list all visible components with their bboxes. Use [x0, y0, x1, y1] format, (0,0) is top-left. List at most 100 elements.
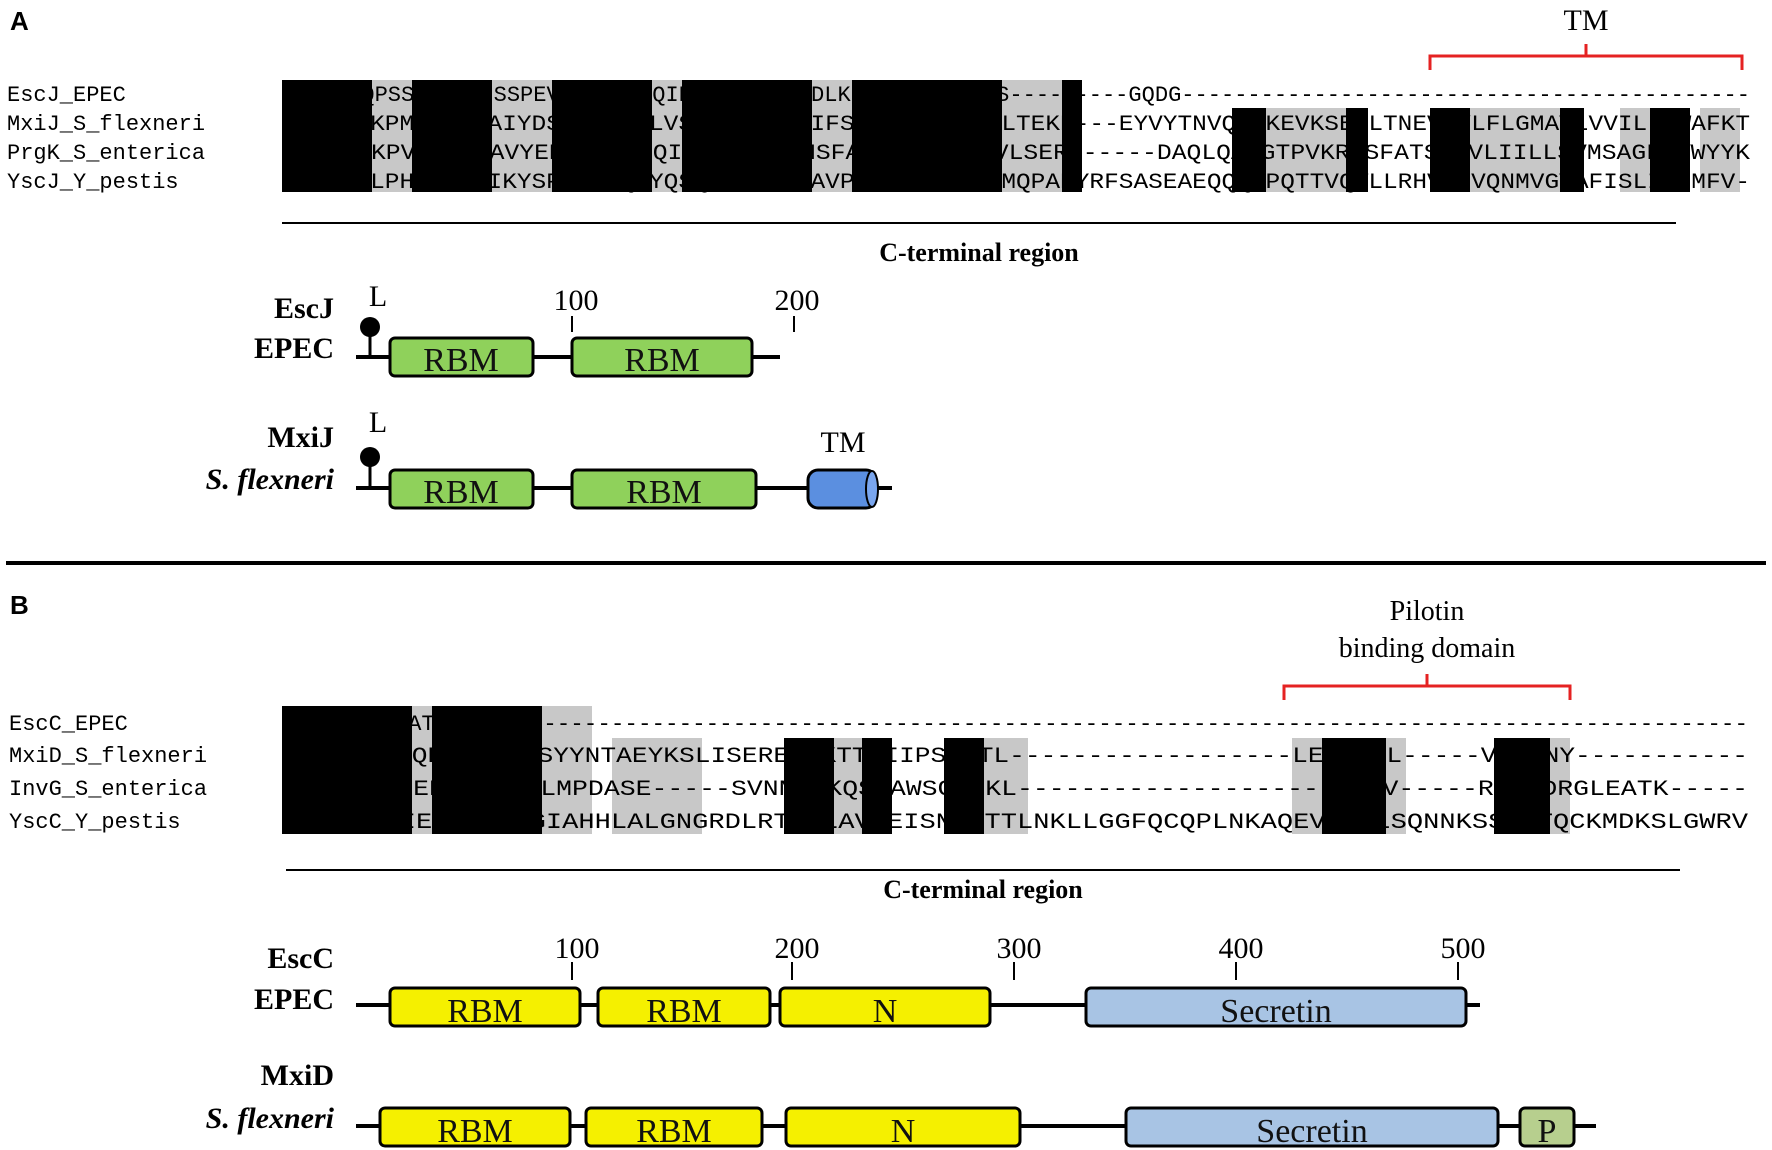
domain-label: RBM: [423, 474, 499, 511]
p-domain: [1518, 1106, 1576, 1148]
n-domain: [778, 986, 992, 1028]
secretin-domain: [1124, 1106, 1500, 1148]
identical-residue-block: [852, 80, 1002, 192]
panel-b-sequences: SVVRLFLIKATPIKSASSE---------------------…: [286, 712, 1749, 835]
n-domain: [784, 1106, 1022, 1148]
identical-residue-block: [784, 738, 834, 834]
seq-name: MxiD_S_flexneri: [9, 744, 207, 769]
rbm-domain: [388, 468, 535, 510]
tick-label: 500: [1441, 932, 1486, 965]
escc-protein-diagram: EscC EPEC 100 200 300 400 500 RBM RBM N …: [254, 932, 1486, 1030]
tick-label: 200: [775, 284, 820, 317]
similar-residue-block: [1386, 738, 1406, 834]
identical-residue-block: [1494, 738, 1550, 834]
seq-name: InvG_S_enterica: [9, 777, 207, 802]
panel-b-sequence-names: EscC_EPEC MxiD_S_flexneri InvG_S_enteric…: [9, 712, 207, 835]
identical-residue-block: [682, 80, 812, 192]
rbm-domain: [570, 336, 754, 378]
domain-label: N: [873, 993, 898, 1030]
tick-label: 100: [554, 284, 599, 317]
panel-a-alignment-shading: [282, 80, 1740, 192]
panel-a-sequence-names: EscJ_EPEC MxiJ_S_flexneri PrgK_S_enteric…: [7, 83, 205, 195]
tick-label: 300: [997, 932, 1042, 965]
seq-name: PrgK_S_enterica: [7, 141, 205, 166]
similar-residue-block: [1470, 108, 1560, 192]
identical-residue-block: [944, 738, 984, 834]
domain-label: RBM: [626, 474, 702, 511]
escj-protein-diagram: EscJ EPEC L 100 200 RBM RBM: [254, 280, 820, 379]
protein-species: S. flexneri: [206, 463, 335, 496]
seq-name: EscJ_EPEC: [7, 83, 126, 108]
tm-cylinder-icon: [806, 468, 879, 510]
seq-name: MxiJ_S_flexneri: [7, 112, 205, 137]
tick-label: 400: [1219, 932, 1264, 965]
c-terminal-region-label: C-terminal region: [883, 875, 1083, 904]
tm-label: TM: [821, 426, 866, 459]
similar-residue-block: [412, 706, 432, 834]
rbm-domain: [584, 1106, 764, 1148]
domain-label: Secretin: [1256, 1113, 1367, 1150]
domain-label: RBM: [636, 1113, 712, 1150]
identical-residue-block: [412, 80, 492, 192]
identical-residue-block: [1062, 80, 1082, 192]
domain-label: RBM: [437, 1113, 513, 1150]
seq-name: EscC_EPEC: [9, 712, 128, 737]
identical-residue-block: [1430, 108, 1470, 192]
similar-residue-block: [1266, 108, 1346, 192]
seq-name: YscJ_Y_pestis: [7, 170, 179, 195]
sequence-row: EKNISSKPMHISVIAIYDSPKESELLVSNIKRFLKNIFSD…: [282, 112, 1750, 137]
lipid-anchor-icon: [360, 447, 380, 467]
similar-residue-block: [542, 706, 592, 834]
domain-label: RBM: [447, 993, 523, 1030]
lipid-anchor-icon: [360, 317, 380, 337]
similar-residue-block: [1700, 108, 1740, 192]
sequence-row: ENGREPKPVHLSALAVYERGSPLAHQISDIKRFLKNSFAD…: [282, 141, 1751, 166]
panel-b-letter: B: [10, 590, 29, 620]
similar-residue-block: [812, 80, 852, 192]
panel-b-alignment-shading: [282, 706, 1570, 834]
domain-label: RBM: [646, 993, 722, 1030]
lipidation-label: L: [369, 406, 387, 439]
identical-residue-block: [862, 738, 892, 834]
domain-label: N: [891, 1113, 916, 1150]
similar-residue-block: [492, 80, 552, 192]
similar-residue-block: [834, 738, 862, 834]
sequence-row: VNNNESQPSSAAVLVISSPEVNLAPSVIQIKNLVVKNSVD…: [282, 83, 1750, 108]
sequence-row: NIVRVFLIQPREIKESSYYNTAEYKSLISEREIQKTTQII…: [286, 744, 1748, 769]
protein-name: MxiD: [261, 1059, 334, 1092]
similar-residue-block: [612, 738, 702, 834]
tm-bracket: TM: [1428, 4, 1744, 70]
protein-name: MxiJ: [267, 421, 334, 454]
rbm-domain: [570, 468, 758, 510]
tick-label: 100: [555, 932, 600, 965]
protein-species: EPEC: [254, 332, 334, 365]
identical-residue-block: [282, 706, 412, 834]
rbm-domain: [596, 986, 772, 1028]
rbm-domain: [388, 336, 535, 378]
identical-residue-block: [1650, 108, 1690, 192]
panel-a-letter: A: [10, 6, 29, 36]
pilotin-label: Pilotin: [1390, 596, 1465, 627]
identical-residue-block: [282, 80, 372, 192]
identical-residue-block: [1346, 108, 1368, 192]
similar-residue-block: [372, 80, 412, 192]
seq-name: YscC_Y_pestis: [9, 810, 181, 835]
identical-residue-block: [1322, 738, 1386, 834]
protein-name: EscJ: [274, 292, 334, 325]
protein-species: EPEC: [254, 983, 334, 1016]
tm-label: TM: [1564, 4, 1609, 37]
sequence-row: VDGKNPLPHTASVFIKYSPEVNLQSYQSQIKGLVRDAVPG…: [282, 170, 1750, 195]
domain-label: RBM: [624, 342, 700, 379]
secretin-domain: [1084, 986, 1468, 1028]
similar-residue-block: [1620, 108, 1650, 192]
pilotin-bracket: Pilotin binding domain: [1282, 596, 1572, 700]
mxid-protein-diagram: MxiD S. flexneri RBM RBM N Secretin P: [206, 1059, 1596, 1150]
sequence-row: RTVRLFIIEPRIIDEGIAHHLALGNGRDLRTGILAVDEIS…: [286, 810, 1749, 835]
identical-residue-block: [432, 706, 542, 834]
similar-residue-block: [652, 80, 682, 192]
sequence-row: NVVRVFMIEPKEIVDPLMPDASE-----SVNNILKQSGAW…: [286, 777, 1748, 802]
c-terminal-region-label: C-terminal region: [879, 238, 1079, 267]
panel-a-sequences: VNNNESQPSSAAVLVISSPEVNLAPSVIQIKNLVVKNSVD…: [282, 83, 1751, 195]
similar-residue-block: [984, 738, 1028, 834]
